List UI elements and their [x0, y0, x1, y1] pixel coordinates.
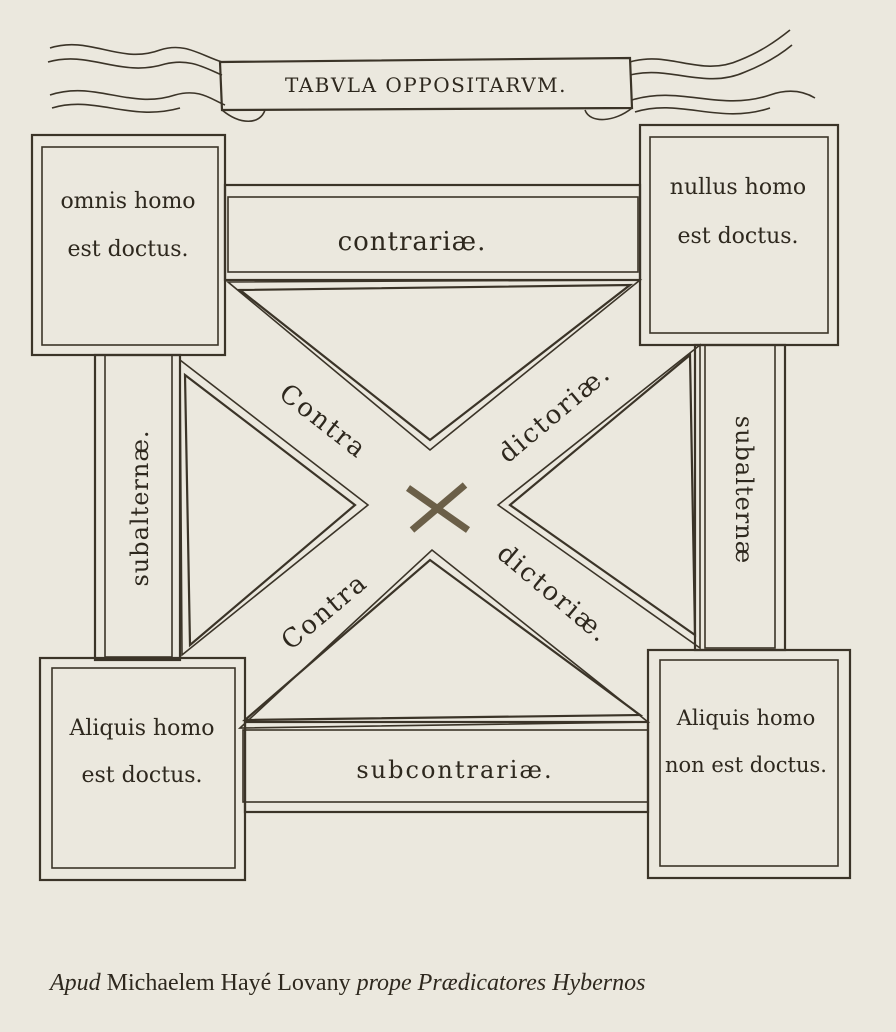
bottom-right-line2: non est doctus. [665, 753, 827, 777]
bottom-left-line1: Aliquis homo [68, 716, 214, 741]
contradiction-cross [179, 279, 701, 729]
imprint-caption: Apud Michaelem Hayé Lovany prope Prædica… [50, 970, 645, 997]
corner-boxes [30, 123, 852, 882]
label-subalternae-left: subalternæ. [126, 429, 154, 586]
imprint-part1: Apud [50, 970, 101, 996]
label-contrariae: contrariæ. [338, 227, 487, 257]
label-subalternae-right: subalternæ [730, 416, 758, 564]
top-left-line1: omnis homo [60, 189, 195, 214]
title-banner: TABVLA OPPOSITARVM. [47, 29, 816, 123]
bottom-right-line1: Aliquis homo [676, 706, 815, 730]
bottom-left-line2: est doctus. [81, 763, 202, 788]
center-cross-icon [405, 482, 471, 533]
top-right-line2: est doctus. [677, 224, 798, 249]
label-contra-lower: Contra [276, 567, 374, 656]
label-subcontrariae: subcontrariæ. [356, 756, 553, 784]
label-contra-upper: Contra [273, 378, 372, 465]
top-left-line2: est doctus. [67, 237, 188, 262]
imprint-part2: Michaelem Hayé Lovany [106, 970, 351, 996]
label-dictoriae-upper: dictoriæ. [493, 358, 617, 469]
imprint-part3: prope Prædicatores Hybernos [356, 970, 646, 996]
label-dictoriae-lower: dictoriæ. [491, 538, 615, 649]
diagram-title: TABVLA OPPOSITARVM. [285, 73, 567, 97]
top-right-line1: nullus homo [670, 175, 806, 200]
